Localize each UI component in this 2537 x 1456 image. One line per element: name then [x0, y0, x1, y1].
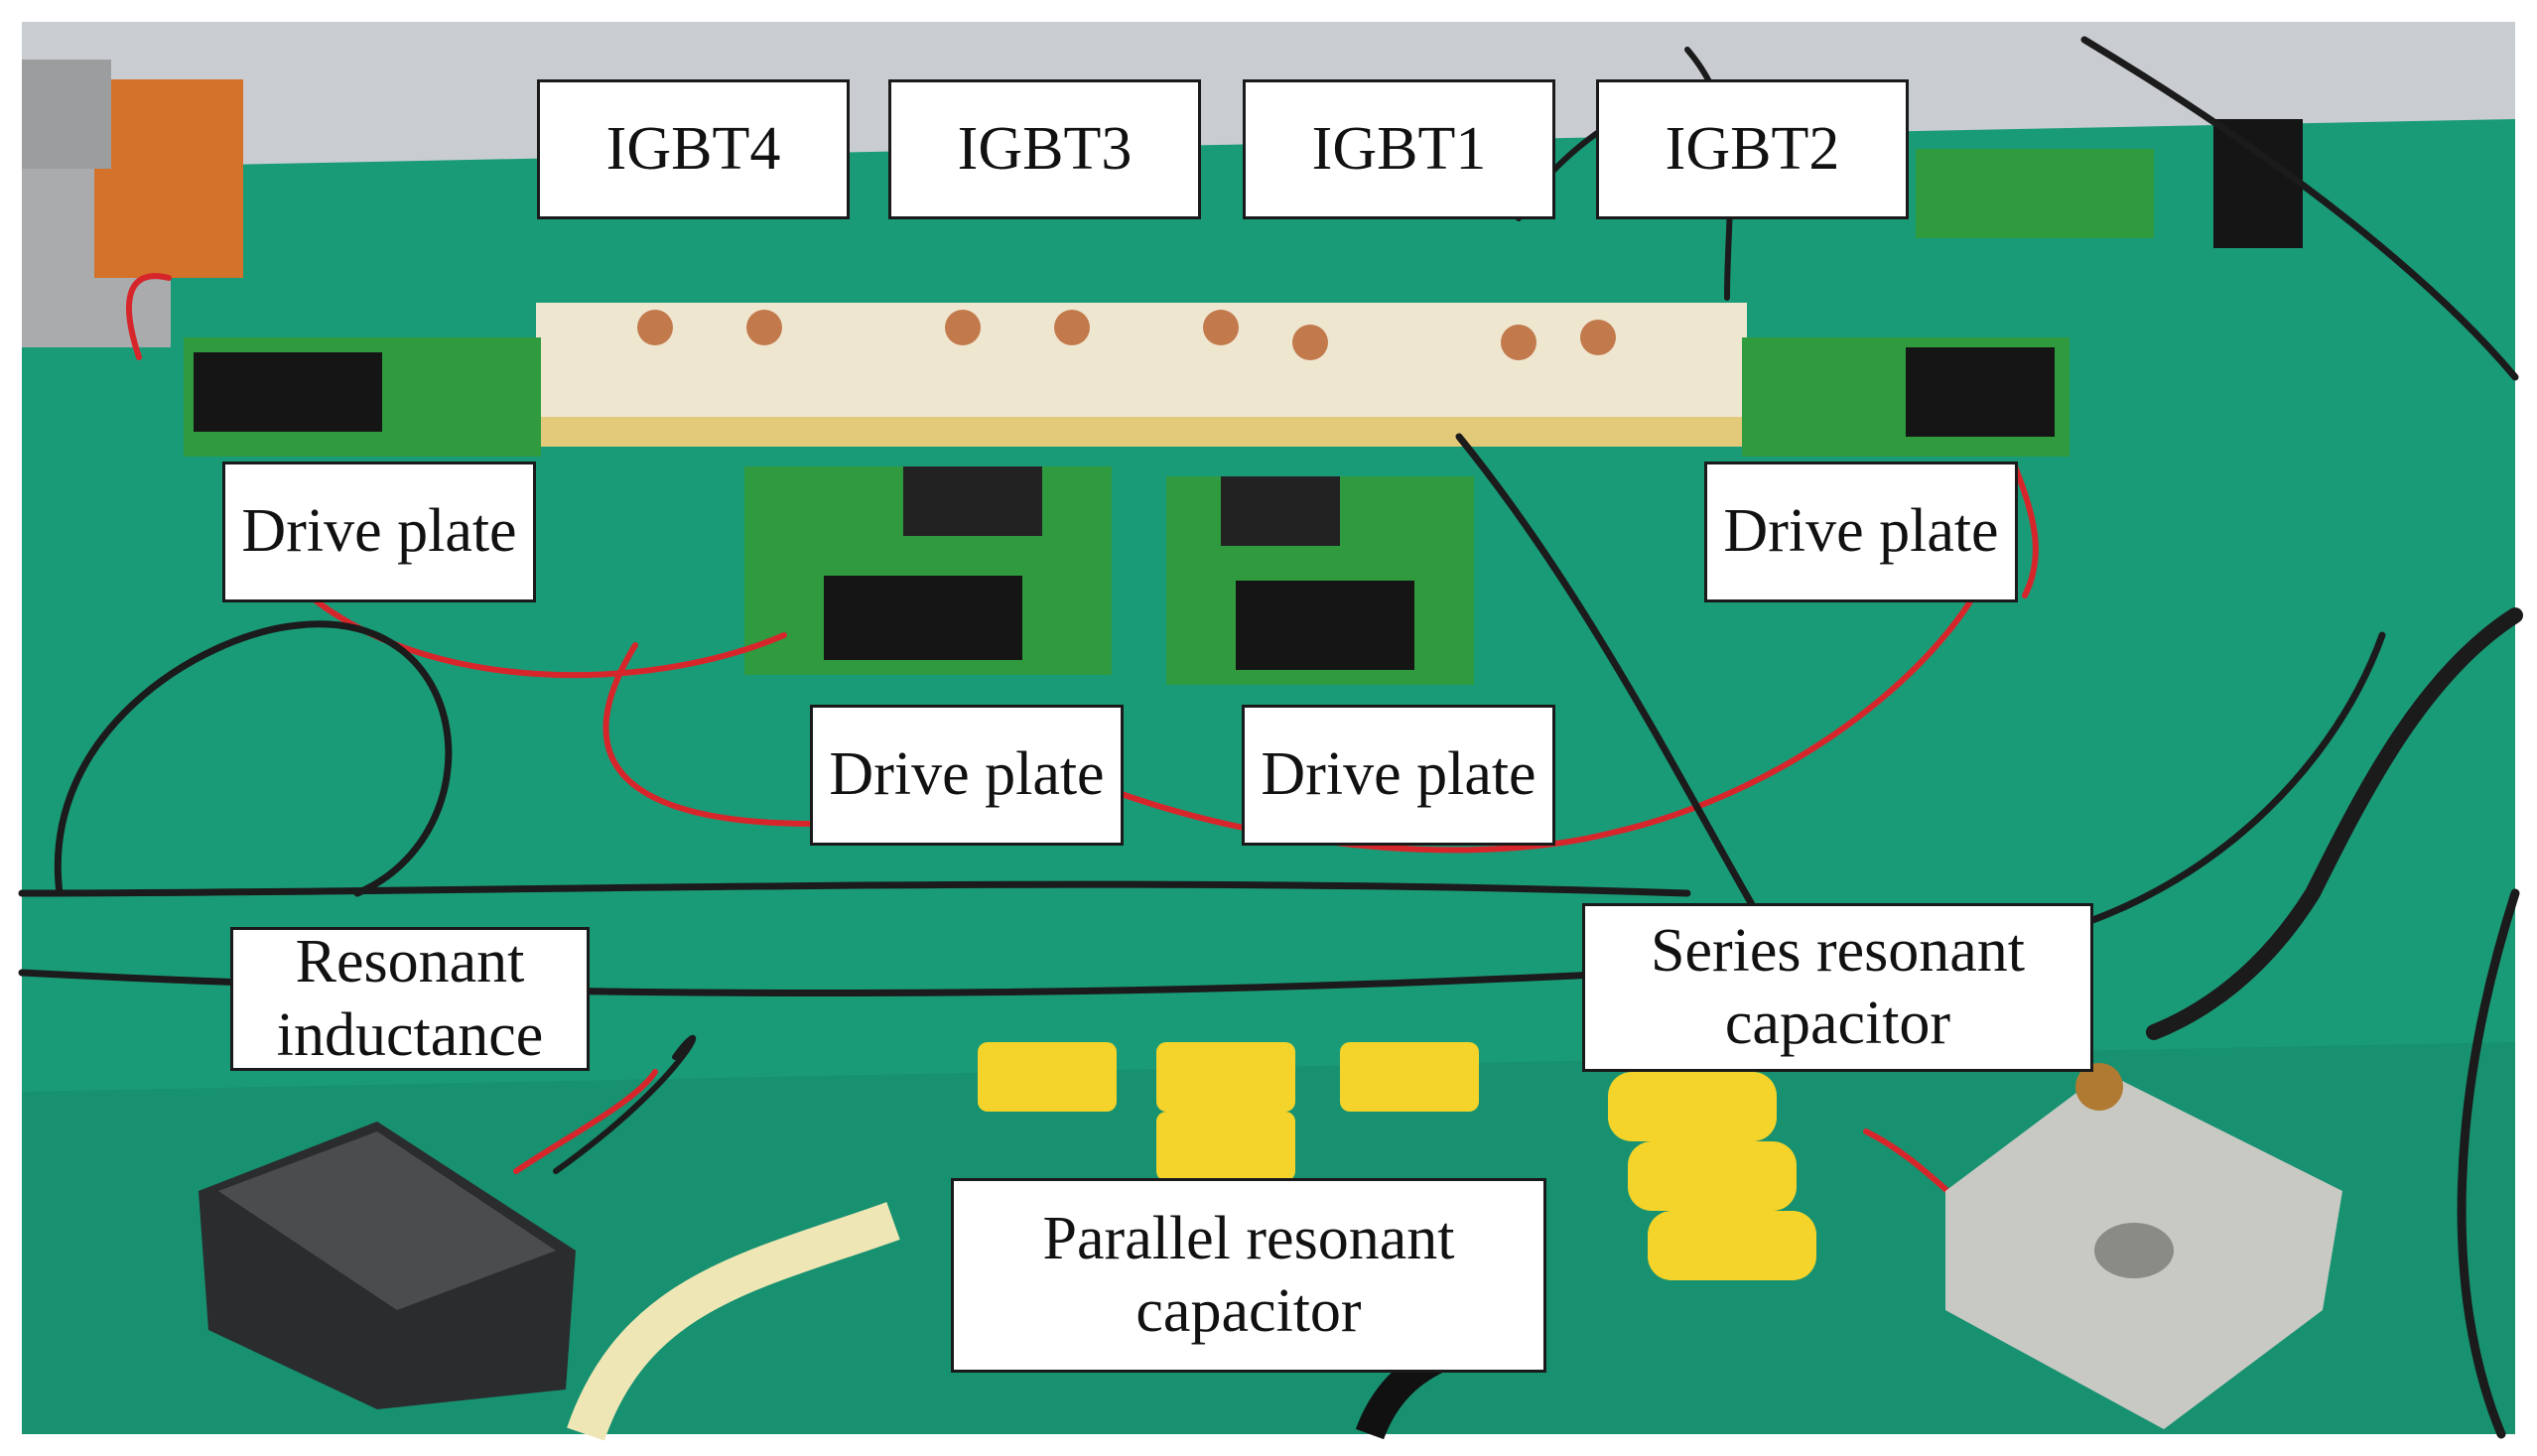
module-base: [536, 417, 1747, 447]
parallel-capacitors: [978, 1042, 1479, 1181]
black-wire: [1455, 433, 1761, 917]
label-drive-plate-center-left-text: Drive plate: [829, 740, 1105, 809]
label-series-resonant-capacitor-line-2: capacitor: [1724, 990, 1951, 1057]
label-parallel-resonant-capacitor: Parallel resonant capacitor: [951, 1178, 1546, 1373]
capacitor: [1608, 1072, 1777, 1141]
igbt-module-3: [844, 303, 1151, 427]
copper-terminal: [746, 310, 782, 345]
capacitor: [1156, 1042, 1295, 1112]
label-resonant-inductance-line-1: Resonant: [295, 928, 525, 996]
label-igbt1: IGBT1: [1243, 79, 1555, 219]
black-wire: [2146, 607, 2523, 1040]
copper-terminal: [1292, 325, 1328, 360]
label-drive-plate-center-left: Drive plate: [810, 705, 1124, 846]
copper-terminal: [1203, 310, 1239, 345]
copper-terminal: [945, 310, 981, 345]
copper-terminal: [1054, 310, 1090, 345]
aluminum-block: [1945, 1063, 2342, 1429]
copper-terminal: [637, 310, 673, 345]
label-parallel-resonant-capacitor-line-1: Parallel resonant: [1042, 1204, 1455, 1272]
label-igbt2: IGBT2: [1596, 79, 1909, 219]
black-wire: [18, 880, 1691, 897]
label-drive-plate-center-right: Drive plate: [1242, 705, 1555, 846]
connector: [2075, 1063, 2123, 1111]
black-wire: [2457, 888, 2520, 1439]
resonant-inductor: [199, 1122, 576, 1409]
orange-module: [94, 79, 243, 278]
gray-module: [22, 60, 111, 169]
label-drive-plate-right-text: Drive plate: [1723, 497, 1999, 566]
igbt-module-4: [536, 303, 844, 427]
copper-terminal: [1501, 325, 1536, 360]
capacitor: [1628, 1141, 1797, 1211]
heatsink: [903, 466, 1042, 536]
label-series-resonant-capacitor: Series resonant capacitor: [1582, 903, 2093, 1072]
black-wire: [553, 1034, 697, 1174]
label-drive-plate-center-right-text: Drive plate: [1261, 740, 1536, 809]
capacitor: [978, 1042, 1117, 1112]
label-igbt1-text: IGBT1: [1311, 114, 1487, 183]
copper-terminal: [1580, 320, 1616, 355]
label-drive-plate-left-text: Drive plate: [241, 497, 517, 566]
label-drive-plate-right: Drive plate: [1704, 462, 2018, 602]
label-igbt4-text: IGBT4: [605, 114, 781, 183]
red-wire: [126, 273, 172, 360]
label-drive-plate-left: Drive plate: [222, 462, 536, 602]
black-wire: [54, 620, 453, 897]
inductor-core-top: [218, 1131, 556, 1310]
aluminum-block-hole: [2094, 1223, 2174, 1278]
red-wire: [2012, 463, 2039, 598]
red-wire: [602, 642, 817, 827]
label-igbt3: IGBT3: [888, 79, 1201, 219]
dc-dc-module: [1236, 581, 1414, 670]
heatsink: [1221, 476, 1340, 546]
igbt-module-1: [1151, 303, 1449, 437]
series-capacitors: [1608, 1072, 1816, 1280]
label-resonant-inductance: Resonant inductance: [230, 927, 590, 1071]
taped-cable: [567, 1202, 900, 1441]
capacitor: [1340, 1042, 1479, 1112]
label-igbt3-text: IGBT3: [957, 114, 1133, 183]
black-wire: [2080, 36, 2519, 381]
dc-dc-module: [1906, 347, 2055, 437]
label-igbt2-text: IGBT2: [1665, 114, 1840, 183]
label-parallel-resonant-capacitor-line-2: capacitor: [1135, 1277, 1362, 1345]
igbt-modules: [536, 303, 1747, 447]
label-igbt4: IGBT4: [537, 79, 850, 219]
back-right-board: [1916, 149, 2154, 238]
label-resonant-inductance-line-2: inductance: [276, 1000, 544, 1069]
dc-dc-module: [824, 576, 1022, 660]
dc-dc-module: [194, 352, 382, 432]
drive-boards: [184, 337, 2070, 685]
capacitor: [1648, 1211, 1816, 1280]
red-wire: [513, 1069, 658, 1174]
capacitor: [1156, 1112, 1295, 1181]
current-sensor: [2213, 119, 2303, 248]
label-series-resonant-capacitor-line-1: Series resonant: [1650, 916, 2026, 985]
